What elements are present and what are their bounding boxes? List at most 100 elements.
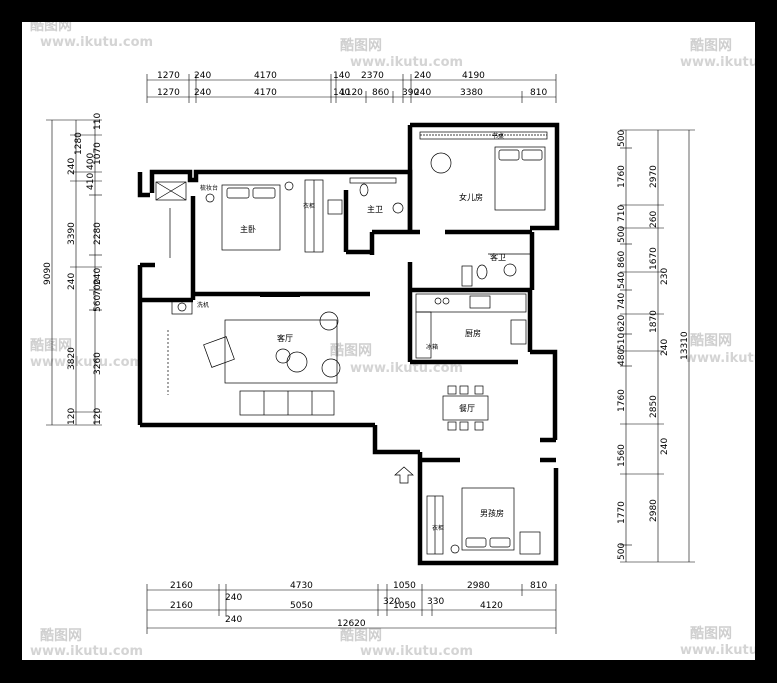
dim-label: 240 (225, 615, 242, 625)
watermark-logo: 酷图网 (690, 37, 732, 54)
watermark-url: www.ikutu.com (350, 361, 463, 376)
dim-label: 140 (333, 88, 350, 98)
dim-label: 1760 (617, 165, 627, 188)
dim-label: 1120 (340, 88, 363, 98)
dim-label: 2980 (649, 499, 659, 522)
dim-label: 710 (617, 205, 627, 222)
dim-label: 810 (530, 88, 547, 98)
label-desk: 书桌 (492, 132, 504, 140)
room-label-dining-room: 餐厅 (459, 404, 475, 413)
room-label-daughter-room: 女儿房 (459, 192, 483, 202)
boy-bed (461, 487, 515, 551)
watermarks: 酷图网 www.ikutu.com 酷图网 www.ikutu.com 酷图网 … (30, 22, 755, 659)
dim-label: 480 (617, 349, 627, 366)
room-label-master-bedroom: 主卧 (240, 224, 256, 234)
label-fridge: 冰箱 (426, 343, 438, 351)
watermark-url: www.ikutu.com (350, 55, 463, 70)
watermark-logo: 酷图网 (690, 625, 732, 642)
dim-label: 4730 (290, 581, 313, 591)
watermark-logo: 酷图网 (30, 337, 72, 354)
dim-label: 1760 (617, 389, 627, 412)
dim-label: 500 (617, 130, 627, 147)
sofa (239, 390, 335, 416)
dim-label: 4170 (254, 88, 277, 98)
west-wardrobe (155, 181, 187, 258)
nightstand-lamp (284, 181, 294, 191)
dim-label: 240 (93, 268, 103, 285)
dim-label: 330 (427, 597, 444, 607)
dim-label: 1770 (617, 501, 627, 524)
dim-label: 390 (402, 88, 419, 98)
west-washer (171, 299, 193, 315)
dim-label: 1050 (393, 601, 416, 611)
dim-label: 1070 (93, 142, 103, 165)
dim-label: 140 (333, 71, 350, 81)
dim-label: 740 (617, 293, 627, 310)
dim-label: 540 (617, 272, 627, 289)
dim-label: 240 (225, 593, 242, 603)
dim-label: 1560 (617, 444, 627, 467)
dim-label: 860 (372, 88, 389, 98)
dim-label: 13310 (680, 331, 690, 360)
daughter-desk-cabinet (419, 131, 548, 140)
boy-desk (519, 531, 541, 555)
watermark-url: www.ikutu.com (680, 643, 755, 658)
dim-label: 240 (194, 88, 211, 98)
dim-label: 1270 (157, 88, 180, 98)
room-label-master-bath: 主卫 (367, 204, 383, 214)
dim-label: 2370 (361, 71, 384, 81)
left-dim-texts: 9090 110 240 1280 3390 240 3820 120 400 … (43, 113, 103, 425)
watermark-logo: 酷图网 (30, 22, 72, 34)
dim-label: 2970 (649, 165, 659, 188)
master-closet (304, 179, 324, 253)
dim-label: 240 (194, 71, 211, 81)
floor-plan-paper: 酷图网 www.ikutu.com 酷图网 www.ikutu.com 酷图网 … (22, 22, 755, 660)
dim-label: 3260 (93, 352, 103, 375)
dim-label: 9090 (43, 262, 53, 285)
dim-label: 110 (93, 113, 103, 130)
dim-label: 410 (86, 173, 96, 190)
dim-label: 4120 (480, 601, 503, 611)
room-label-living-room: 客厅 (277, 333, 293, 343)
room-label-guest-bath: 客卫 (490, 252, 506, 262)
watermark-url: www.ikutu.com (680, 55, 755, 70)
nightstand-lamp (450, 544, 460, 554)
walls (137, 122, 560, 566)
dim-label: 560 (93, 295, 103, 312)
bottom-dimensions (146, 584, 557, 634)
watermark-url: www.ikutu.com (30, 355, 143, 370)
room-labels: 主卧 主卫 女儿房 客卫 客厅 厨房 餐厅 男孩房 (240, 192, 506, 518)
watermark-bottom-right: 酷图网 www.ikutu.com (680, 625, 755, 658)
watermark-url: www.ikutu.com (40, 35, 153, 50)
entry-arrow-icon (394, 466, 414, 484)
watermark-url: www.ikutu.com (685, 351, 755, 366)
dim-label: 2160 (170, 581, 193, 591)
coffee-tables (275, 311, 341, 378)
label-washer: 洗机 (197, 301, 209, 309)
floor-plan-svg: 酷图网 www.ikutu.com 酷图网 www.ikutu.com 酷图网 … (30, 22, 755, 659)
daughter-bed (494, 146, 546, 211)
dim-label: 120 (93, 408, 103, 425)
watermark-logo: 酷图网 (340, 37, 382, 54)
dim-label: 3820 (67, 347, 77, 370)
watermark-mid-center: 酷图网 www.ikutu.com (330, 342, 463, 376)
dim-label: 1670 (649, 247, 659, 270)
bottom-dim-texts: 2160 4730 1050 2980 810 240 2160 240 505… (170, 581, 547, 629)
dim-label: 4190 (462, 71, 485, 81)
dim-label: 2280 (93, 222, 103, 245)
nightstand-lamp (205, 193, 215, 203)
dim-label: 230 (660, 268, 670, 285)
dim-label: 1270 (157, 71, 180, 81)
dim-label: 240 (660, 339, 670, 356)
room-label-boy-room: 男孩房 (480, 508, 504, 518)
watermark-logo: 酷图网 (40, 627, 82, 644)
dim-label: 240 (414, 88, 431, 98)
dim-label: 3390 (67, 222, 77, 245)
top-dimensions (146, 74, 557, 103)
daughter-chair (430, 152, 452, 174)
dim-label: 260 (649, 211, 659, 228)
guest-bath-fixtures (461, 253, 530, 287)
furniture (155, 131, 548, 555)
watermark-top-right: 酷图网 www.ikutu.com (680, 37, 755, 70)
